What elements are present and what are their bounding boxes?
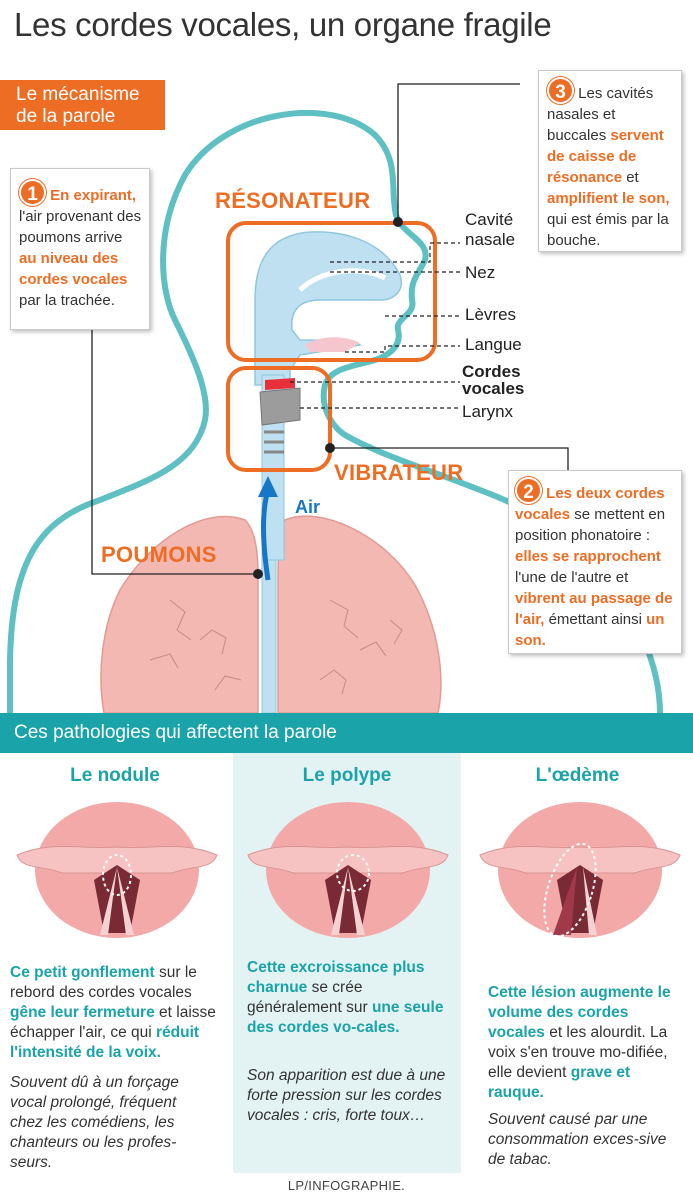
polype-note: Son apparition est due à une forte press… xyxy=(247,1067,446,1124)
airway-illustration xyxy=(254,231,402,386)
head-outline xyxy=(7,109,663,713)
resonateur-frame xyxy=(226,221,437,362)
oedeme-illustration xyxy=(479,802,681,938)
air-arrow xyxy=(258,476,278,581)
vibrateur-frame xyxy=(226,366,332,472)
nez-label: Nez xyxy=(465,263,496,282)
trachea-illustration xyxy=(259,374,301,713)
polype-title: Le polype xyxy=(302,765,392,786)
anatomy-diagram xyxy=(7,83,663,713)
nodule-illustration xyxy=(16,802,218,938)
larynx-label: Larynx xyxy=(462,402,514,421)
vibrateur-label: VIBRATEUR xyxy=(334,460,464,485)
credit: LP/INFOGRAPHIE. xyxy=(287,1178,406,1193)
pathologies-heading: Ces pathologies qui affectent la parole xyxy=(0,713,693,753)
levres-label: Lèvres xyxy=(465,305,517,324)
lungs-illustration xyxy=(100,515,442,713)
mechanism-badge: Le mécanisme de la parole xyxy=(0,80,165,130)
poumons-label: POUMONS xyxy=(101,542,217,567)
page-title: Les cordes vocales, un organe fragile xyxy=(14,6,552,43)
step-3-number: 3 xyxy=(547,77,574,104)
cavite-nasale-label: Cavité nasale xyxy=(465,210,516,249)
langue-label: Langue xyxy=(465,335,522,354)
step-3-box: 3 Les cavités nasales et buccales serven… xyxy=(538,70,682,252)
step-1-box: 1 En expirant, l'air provenant des poumo… xyxy=(10,168,150,330)
cordes-vocales-label: Cordes vocales xyxy=(462,362,525,398)
polype-description: Cette excroissance plus charnue se crée … xyxy=(247,959,444,1036)
nodule-title: Le nodule xyxy=(70,765,160,786)
step-2-box: 2 Les deux cordes vocales se mettent en … xyxy=(508,470,682,654)
nodule-note: Souvent dû à un forçage vocal prolongé, … xyxy=(10,1074,179,1171)
nodule-description: Ce petit gonflement sur le rebord des co… xyxy=(10,964,216,1061)
oedeme-note: Souvent causé par une consommation exces… xyxy=(488,1111,667,1168)
oedeme-title: L'œdème xyxy=(535,765,620,786)
resonateur-label: RÉSONATEUR xyxy=(215,188,371,213)
oedeme-description: Cette lésion augmente le volume des cord… xyxy=(488,984,671,1101)
step-1-number: 1 xyxy=(19,179,46,206)
step-2-number: 2 xyxy=(515,477,542,504)
air-label: Air xyxy=(295,497,321,517)
polype-illustration xyxy=(247,802,449,938)
